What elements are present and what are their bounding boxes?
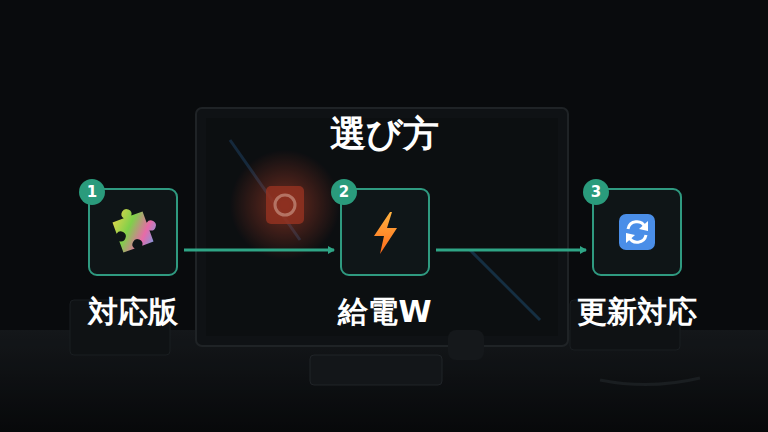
callout-number: 2	[339, 183, 349, 201]
step-label: 給電W	[338, 292, 431, 333]
callout-number: 1	[87, 183, 97, 201]
step-number-badge: 2	[331, 179, 357, 205]
step-label: 対応版	[88, 292, 178, 333]
step-box: 給電W2	[340, 188, 430, 276]
step-box: 対応版1	[88, 188, 178, 276]
flow-arrow	[184, 249, 334, 252]
puzzle-icon	[110, 201, 161, 252]
step-box: 更新対応3	[592, 188, 682, 276]
step-number-badge: 1	[79, 179, 105, 205]
lightning-icon	[374, 212, 397, 254]
title: 選び方	[0, 110, 768, 159]
step-label: 更新対応	[577, 292, 697, 333]
step-number-badge: 3	[583, 179, 609, 205]
refresh-icon	[619, 214, 655, 250]
callout-number: 3	[591, 183, 601, 201]
flow-arrow	[436, 249, 586, 252]
